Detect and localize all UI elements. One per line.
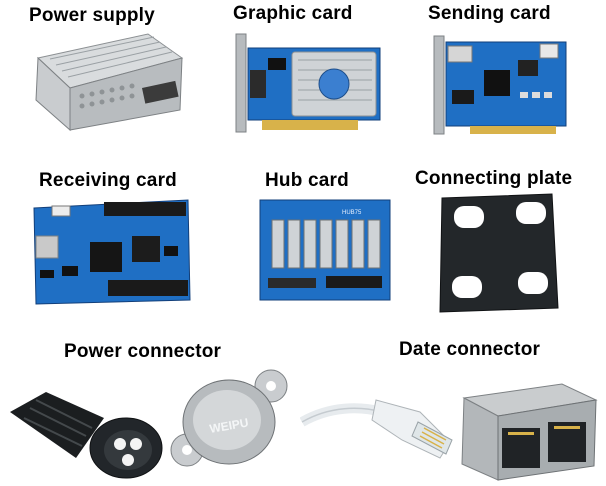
- date-connector-coupler-image: [458, 380, 602, 484]
- hub-card-image: HUB75: [256, 196, 396, 304]
- power-supply-label: Power supply: [29, 5, 155, 26]
- power-supply-image: [30, 30, 186, 132]
- receiving-card-label: Receiving card: [39, 170, 177, 191]
- receiving-card-image: [28, 196, 194, 308]
- date-connector-label: Date connector: [399, 339, 541, 360]
- power-connector-plug-image: [6, 372, 174, 480]
- sending-card-label: Sending card: [428, 3, 551, 24]
- sending-card-image: [430, 30, 570, 138]
- graphic-card-image: [232, 30, 384, 138]
- hub-card-marking: HUB75: [342, 210, 362, 216]
- date-connector-cable-image: [300, 382, 460, 468]
- weipu-logo: WEIPU: [208, 415, 249, 436]
- connecting-plate-label: Connecting plate: [415, 168, 573, 189]
- power-connector-socket-image: WEIPU: [165, 366, 297, 478]
- hub-card-label: Hub card: [265, 170, 349, 191]
- power-connector-label: Power connector: [64, 341, 222, 362]
- connecting-plate-image: [436, 192, 562, 314]
- graphic-card-label: Graphic card: [233, 3, 353, 24]
